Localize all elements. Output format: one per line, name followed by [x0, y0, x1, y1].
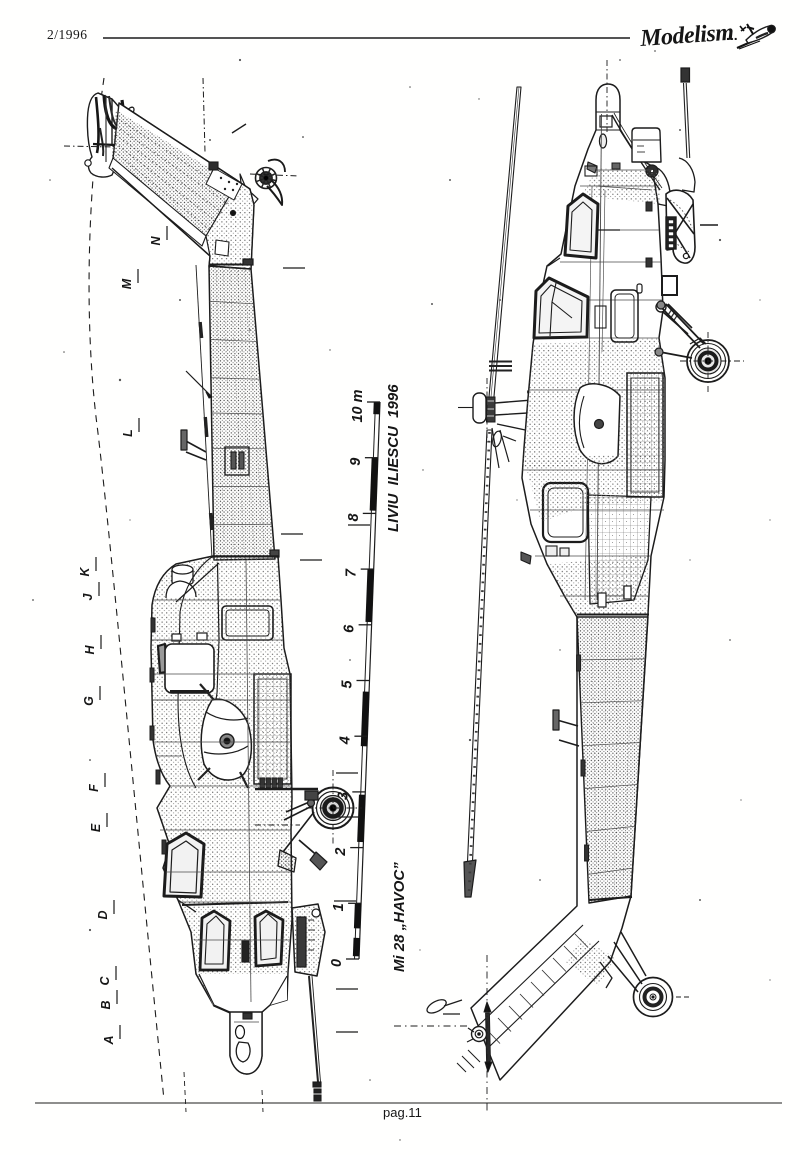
svg-text:N: N — [149, 236, 163, 246]
svg-text:J: J — [81, 592, 95, 600]
svg-text:2: 2 — [333, 848, 349, 857]
svg-text:H: H — [83, 645, 97, 655]
svg-text:pag.11: pag.11 — [383, 1105, 422, 1120]
svg-text:B: B — [99, 1000, 113, 1009]
svg-text:0: 0 — [329, 959, 345, 967]
svg-text:5: 5 — [340, 680, 356, 689]
svg-text:K: K — [78, 567, 92, 577]
svg-text:8: 8 — [346, 512, 362, 521]
svg-text:4: 4 — [337, 736, 353, 745]
svg-text:G: G — [82, 696, 96, 706]
svg-text:Mi 28 „HAVOC”: Mi 28 „HAVOC” — [391, 862, 408, 972]
svg-text:L: L — [121, 429, 135, 437]
svg-text:9: 9 — [348, 458, 364, 466]
svg-text:C: C — [98, 976, 112, 986]
svg-text:A: A — [102, 1035, 116, 1045]
svg-text:M: M — [120, 278, 134, 289]
svg-text:3: 3 — [335, 792, 351, 800]
svg-text:Modelism: Modelism — [638, 20, 734, 53]
svg-text:1: 1 — [331, 903, 347, 911]
svg-text:6: 6 — [342, 624, 358, 633]
svg-text:E: E — [89, 823, 103, 832]
svg-text:LIVIU ILIESCU 1996: LIVIU ILIESCU 1996 — [385, 384, 402, 532]
svg-text:...: ... — [726, 27, 738, 43]
svg-text:10 m: 10 m — [350, 389, 366, 422]
svg-text:F: F — [87, 784, 101, 792]
svg-text:D: D — [96, 910, 110, 919]
svg-text:2/1996: 2/1996 — [47, 27, 88, 42]
svg-text:7: 7 — [344, 568, 360, 577]
